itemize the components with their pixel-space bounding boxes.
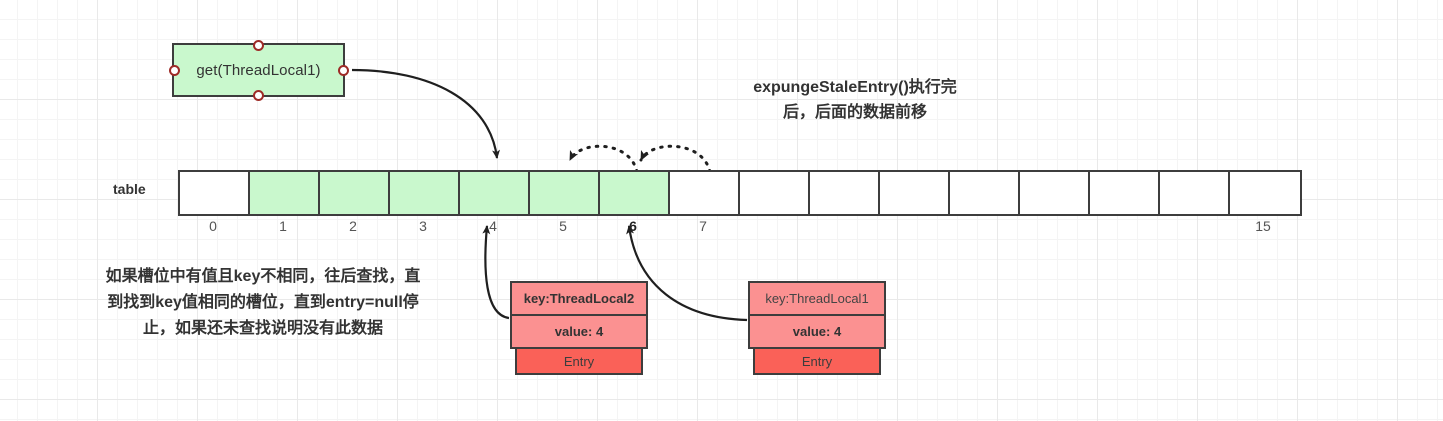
table-label: table bbox=[113, 181, 146, 197]
port-left-circle[interactable] bbox=[168, 64, 180, 76]
lookup-explanation-note: 如果槽位中有值且key不相同，往后查找，直 到找到key值相同的槽位，直到ent… bbox=[48, 264, 478, 342]
table-cell-4[interactable] bbox=[460, 172, 530, 214]
table-index-label-15: 15 bbox=[1255, 218, 1271, 234]
table-cell-14[interactable] bbox=[1160, 172, 1230, 214]
entry-value-row: value: 4 bbox=[510, 314, 648, 349]
table-index-label-9 bbox=[808, 218, 878, 238]
table-array bbox=[178, 170, 1302, 216]
table-cell-5[interactable] bbox=[530, 172, 600, 214]
table-cell-12[interactable] bbox=[1020, 172, 1090, 214]
table-index-row: 0 1 2 3 4 5 6 7 15 bbox=[178, 218, 1298, 238]
table-cell-7[interactable] bbox=[670, 172, 740, 214]
table-cell-3[interactable] bbox=[390, 172, 460, 214]
table-cell-8[interactable] bbox=[740, 172, 810, 214]
table-cell-1[interactable] bbox=[250, 172, 320, 214]
table-index-label-0: 0 bbox=[209, 218, 217, 234]
table-index-label-10 bbox=[878, 218, 948, 238]
table-cell-15[interactable] bbox=[1230, 172, 1300, 214]
connector-shift-arc-2 bbox=[639, 144, 712, 174]
table-index-label-2: 2 bbox=[349, 218, 357, 234]
port-right-circle[interactable] bbox=[337, 64, 349, 76]
connector-get-to-slot4 bbox=[351, 68, 501, 159]
entry-tail-row: Entry bbox=[515, 347, 643, 375]
table-cell-6[interactable] bbox=[600, 172, 670, 214]
get-node-label: get(ThreadLocal1) bbox=[196, 61, 321, 79]
table-cell-10[interactable] bbox=[880, 172, 950, 214]
table-cell-0[interactable] bbox=[180, 172, 250, 214]
entry-key-row: key:ThreadLocal2 bbox=[510, 281, 648, 316]
table-index-label-5: 5 bbox=[559, 218, 567, 234]
entry-box-threadlocal2: key:ThreadLocal2 value: 4 Entry bbox=[510, 281, 648, 375]
table-index-label-7: 7 bbox=[699, 218, 707, 234]
table-index-label-1: 1 bbox=[279, 218, 287, 234]
port-top-circle[interactable] bbox=[253, 39, 264, 51]
table-cell-13[interactable] bbox=[1090, 172, 1160, 214]
connector-entry1-to-slot4 bbox=[482, 225, 510, 320]
table-index-label-8 bbox=[738, 218, 808, 238]
port-bottom-circle[interactable] bbox=[253, 89, 264, 101]
lookup-note-line-3: 止，如果还未查找说明没有此数据 bbox=[142, 320, 383, 337]
table-index-label-6: 6 bbox=[629, 218, 637, 234]
entry-tail-row: Entry bbox=[753, 347, 881, 375]
entry-key-row: key:ThreadLocal1 bbox=[748, 281, 886, 316]
table-index-label-14 bbox=[1158, 218, 1228, 238]
entry-box-threadlocal1: key:ThreadLocal1 value: 4 Entry bbox=[748, 281, 886, 375]
table-index-label-3: 3 bbox=[419, 218, 427, 234]
title-note: expungeStaleEntry()执行完 后，后面的数据前移 bbox=[700, 75, 1010, 125]
table-cell-11[interactable] bbox=[950, 172, 1020, 214]
get-threadlocal-node[interactable]: get(ThreadLocal1) bbox=[168, 39, 349, 101]
connector-shift-arc-1 bbox=[568, 144, 639, 174]
table-index-label-11 bbox=[948, 218, 1018, 238]
table-index-label-4: 4 bbox=[489, 218, 497, 234]
lookup-note-line-2: 到找到key值相同的槽位，直到entry=null停 bbox=[107, 294, 419, 311]
title-note-line-1: expungeStaleEntry()执行完 bbox=[753, 79, 957, 96]
table-index-label-13 bbox=[1088, 218, 1158, 238]
table-cell-2[interactable] bbox=[320, 172, 390, 214]
table-index-label-12 bbox=[1018, 218, 1088, 238]
title-note-line-2: 后，后面的数据前移 bbox=[782, 104, 927, 121]
table-cell-9[interactable] bbox=[810, 172, 880, 214]
lookup-note-line-1: 如果槽位中有值且key不相同，往后查找，直 bbox=[105, 268, 421, 285]
entry-value-row: value: 4 bbox=[748, 314, 886, 349]
